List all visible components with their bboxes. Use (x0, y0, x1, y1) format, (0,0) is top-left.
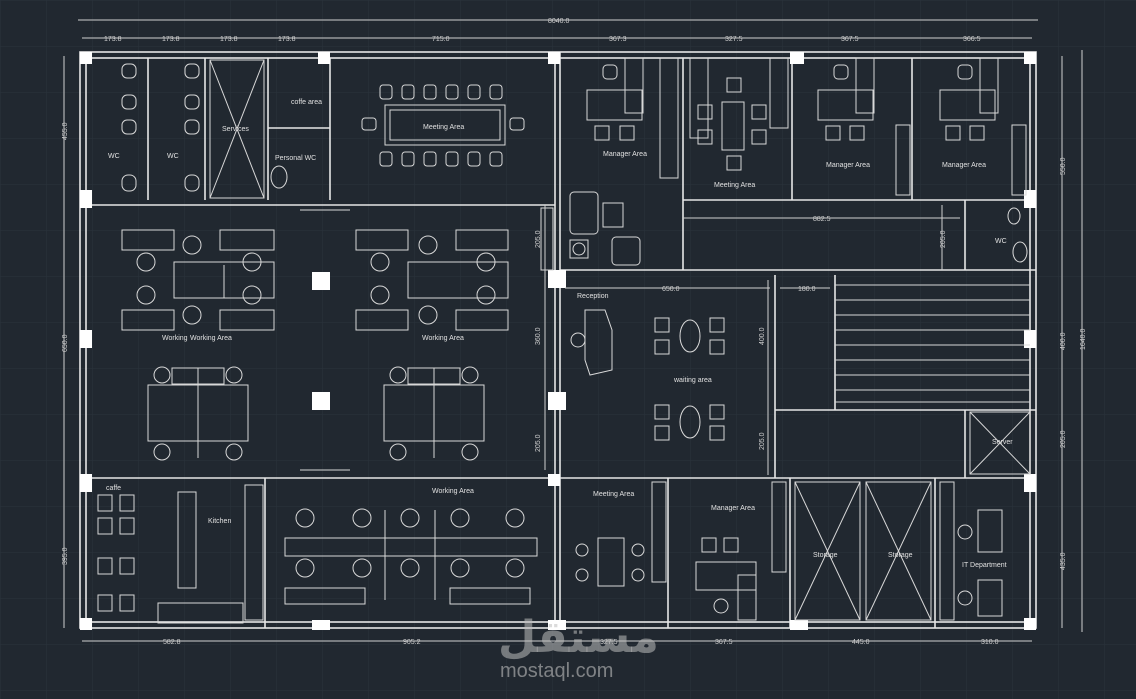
label-it-department: IT Department (962, 562, 1007, 569)
watermark-url: mostaql.com (500, 660, 614, 682)
label-caffe: caffe (106, 485, 121, 492)
svg-text:327.5: 327.5 (600, 639, 618, 646)
svg-text:582.8: 582.8 (163, 639, 181, 646)
svg-text:327.5: 327.5 (725, 36, 743, 43)
svg-text:715.0: 715.0 (432, 36, 450, 43)
svg-text:905.2: 905.2 (403, 639, 421, 646)
label-waiting-area: waiting area (673, 377, 712, 384)
label-storage-2: Storage (888, 552, 913, 559)
interior-walls (80, 52, 1036, 628)
svg-text:173.8: 173.8 (220, 36, 238, 43)
dimension-lines (63, 19, 1083, 642)
svg-text:435.0: 435.0 (1060, 552, 1067, 570)
svg-text:550.0: 550.0 (1060, 157, 1067, 175)
svg-text:395.0: 395.0 (62, 547, 69, 565)
structural-columns (80, 52, 1036, 630)
label-wc-1: WC (108, 153, 120, 160)
label-services: Services (222, 126, 249, 133)
svg-text:8040.0: 8040.0 (548, 18, 570, 25)
svg-text:1640.0: 1640.0 (1080, 328, 1087, 350)
svg-text:366.5: 366.5 (963, 36, 981, 43)
svg-text:205.0: 205.0 (1060, 430, 1067, 448)
room-labels: WC WC Services coffe area Personal WC Me… (106, 99, 1013, 569)
label-server: Server (992, 439, 1013, 446)
watermark-logo: مستقل (498, 612, 659, 663)
label-wc-2: WC (167, 153, 179, 160)
label-manager-area-bottom: Manager Area (711, 505, 755, 512)
label-meeting-area-bottom: Meeting Area (593, 491, 634, 498)
svg-text:882.5: 882.5 (813, 216, 831, 223)
svg-text:367.3: 367.3 (609, 36, 627, 43)
svg-text:650.0: 650.0 (662, 286, 680, 293)
svg-text:445.0: 445.0 (852, 639, 870, 646)
label-reception: Reception (577, 293, 609, 300)
label-working-area-1: Working (162, 335, 188, 342)
dimension-labels: 8040.0 173.8 173.8 173.8 173.8 715.0 367… (62, 18, 1087, 646)
svg-text:205.0: 205.0 (759, 432, 766, 450)
label-meeting-area-2: Meeting Area (714, 182, 755, 189)
svg-text:367.5: 367.5 (841, 36, 859, 43)
label-coffee-area: coffe area (291, 99, 322, 106)
svg-text:455.0: 455.0 (62, 122, 69, 140)
svg-text:180.0: 180.0 (798, 286, 816, 293)
label-kitchen: Kitchen (208, 518, 231, 525)
label-manager-area-1: Manager Area (603, 151, 647, 158)
label-personal-wc: Personal WC (275, 155, 316, 162)
label-meeting-area: Meeting Area (423, 124, 464, 131)
svg-text:650.0: 650.0 (62, 334, 69, 352)
svg-text:205.0: 205.0 (940, 230, 947, 248)
svg-text:400.0: 400.0 (1060, 332, 1067, 350)
furniture (97, 57, 1031, 624)
svg-text:205.0: 205.0 (535, 230, 542, 248)
svg-text:173.8: 173.8 (278, 36, 296, 43)
label-wc-right: WC (995, 238, 1007, 245)
label-storage-1: Storage (813, 552, 838, 559)
svg-text:205.0: 205.0 (535, 434, 542, 452)
label-working-area-1b: Working Area (190, 335, 232, 342)
svg-text:367.5: 367.5 (715, 639, 733, 646)
label-manager-area-2: Manager Area (826, 162, 870, 169)
svg-text:173.8: 173.8 (162, 36, 180, 43)
label-manager-area-3: Manager Area (942, 162, 986, 169)
svg-text:173.8: 173.8 (104, 36, 122, 43)
label-working-area-3: Working Area (432, 488, 474, 495)
label-working-area-2: Working Area (422, 335, 464, 342)
svg-text:400.0: 400.0 (759, 327, 766, 345)
svg-text:360.0: 360.0 (535, 327, 542, 345)
svg-text:310.0: 310.0 (981, 639, 999, 646)
